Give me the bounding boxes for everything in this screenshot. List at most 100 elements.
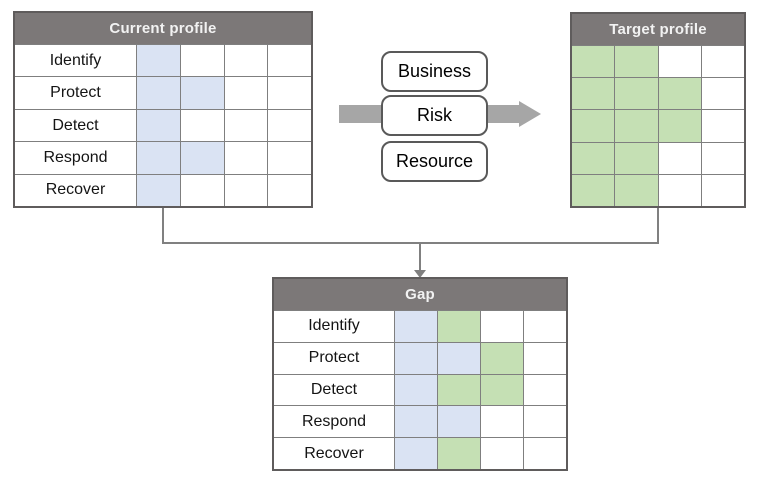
connector-arrowhead-icon: [414, 270, 426, 278]
profile-cell: [614, 78, 658, 110]
profile-cell: [179, 77, 224, 109]
profile-cell: [572, 46, 615, 78]
profile-cell: [480, 406, 523, 438]
row-label: Respond: [301, 412, 367, 430]
profile-cell: [572, 174, 615, 207]
profile-cell: [437, 438, 480, 469]
profile-cell: [136, 109, 180, 142]
profile-cell: [394, 342, 437, 374]
connector-left-vertical: [162, 208, 164, 244]
profile-cell: [136, 142, 180, 174]
profile-cell: [267, 142, 311, 174]
profile-cell: [572, 142, 615, 174]
profile-cell: [523, 374, 566, 406]
table-row: Protect: [15, 76, 311, 109]
profile-cell: [657, 78, 701, 110]
risk-box: Risk: [381, 95, 488, 136]
profile-cell: [437, 342, 480, 374]
profile-cell: [614, 110, 658, 142]
connector-horizontal: [162, 242, 659, 244]
profile-cell: [223, 45, 268, 77]
profile-cell: [394, 374, 437, 406]
profile-cell: [437, 406, 480, 438]
profile-cell: [394, 311, 437, 342]
row-label: Protect: [308, 349, 360, 367]
profile-cell: [223, 109, 268, 142]
profile-cell: [267, 174, 311, 207]
profile-cell: [657, 110, 701, 142]
row-label: Detect: [52, 116, 99, 134]
target-profile-header: Target profile: [572, 14, 744, 45]
table-row: [572, 109, 744, 142]
row-label: Recover: [304, 444, 364, 462]
profile-cell: [523, 406, 566, 438]
row-label: Respond: [43, 148, 108, 166]
profile-cell: [657, 46, 701, 78]
profile-cell: [136, 45, 180, 77]
row-label: Identify: [308, 317, 360, 335]
profile-cell: [572, 78, 615, 110]
profile-cell: [614, 174, 658, 207]
gap-table: Gap Identify Protect Detect Respond: [272, 277, 568, 471]
profile-cell: [223, 77, 268, 109]
profile-cell: [267, 45, 311, 77]
table-row: [572, 173, 744, 207]
table-row: Recover: [274, 437, 566, 469]
profile-cell: [437, 374, 480, 406]
row-label: Detect: [310, 380, 358, 398]
current-profile-header: Current profile: [15, 13, 311, 44]
profile-cell: [700, 46, 744, 78]
profile-cell: [179, 142, 224, 174]
profile-cell: [394, 406, 437, 438]
profile-cell: [394, 438, 437, 469]
profile-cell: [700, 142, 744, 174]
profile-cell: [657, 142, 701, 174]
profile-cell: [223, 174, 268, 207]
profile-cell: [523, 311, 566, 342]
profile-cell: [700, 110, 744, 142]
profile-cell: [523, 438, 566, 469]
flow-arrow-head-icon: [519, 101, 541, 127]
profile-cell: [136, 174, 180, 207]
profile-cell: [267, 77, 311, 109]
profile-cell: [572, 110, 615, 142]
profile-cell: [179, 109, 224, 142]
table-row: [572, 45, 744, 78]
table-row: Recover: [15, 173, 311, 207]
table-row: [572, 141, 744, 174]
profile-cell: [480, 374, 523, 406]
profile-cell: [437, 311, 480, 342]
profile-cell: [267, 109, 311, 142]
profile-cell: [700, 78, 744, 110]
current-profile-table: Current profile Identify Protect Detect …: [13, 11, 313, 208]
business-box: Business: [381, 51, 488, 92]
connector-right-vertical: [657, 208, 659, 244]
table-row: Respond: [15, 141, 311, 174]
profile-cell: [480, 311, 523, 342]
profile-cell: [179, 45, 224, 77]
profile-cell: [700, 174, 744, 207]
profile-cell: [480, 342, 523, 374]
profile-cell: [179, 174, 224, 207]
profile-cell: [614, 46, 658, 78]
table-row: Protect: [274, 341, 566, 374]
table-row: Detect: [274, 373, 566, 406]
profile-cell: [657, 174, 701, 207]
row-label: Protect: [50, 84, 101, 102]
table-row: Identify: [274, 310, 566, 342]
profile-cell: [223, 142, 268, 174]
table-row: Detect: [15, 108, 311, 142]
connector-middle-vertical: [419, 242, 421, 271]
table-row: [572, 77, 744, 110]
gap-header: Gap: [274, 279, 566, 310]
row-label: Recover: [45, 181, 106, 199]
profile-cell: [136, 77, 180, 109]
table-row: Respond: [274, 405, 566, 438]
profile-cell: [523, 342, 566, 374]
profile-cell: [614, 142, 658, 174]
resource-box: Resource: [381, 141, 488, 182]
profile-cell: [480, 438, 523, 469]
target-profile-table: Target profile: [570, 12, 746, 208]
table-row: Identify: [15, 44, 311, 77]
